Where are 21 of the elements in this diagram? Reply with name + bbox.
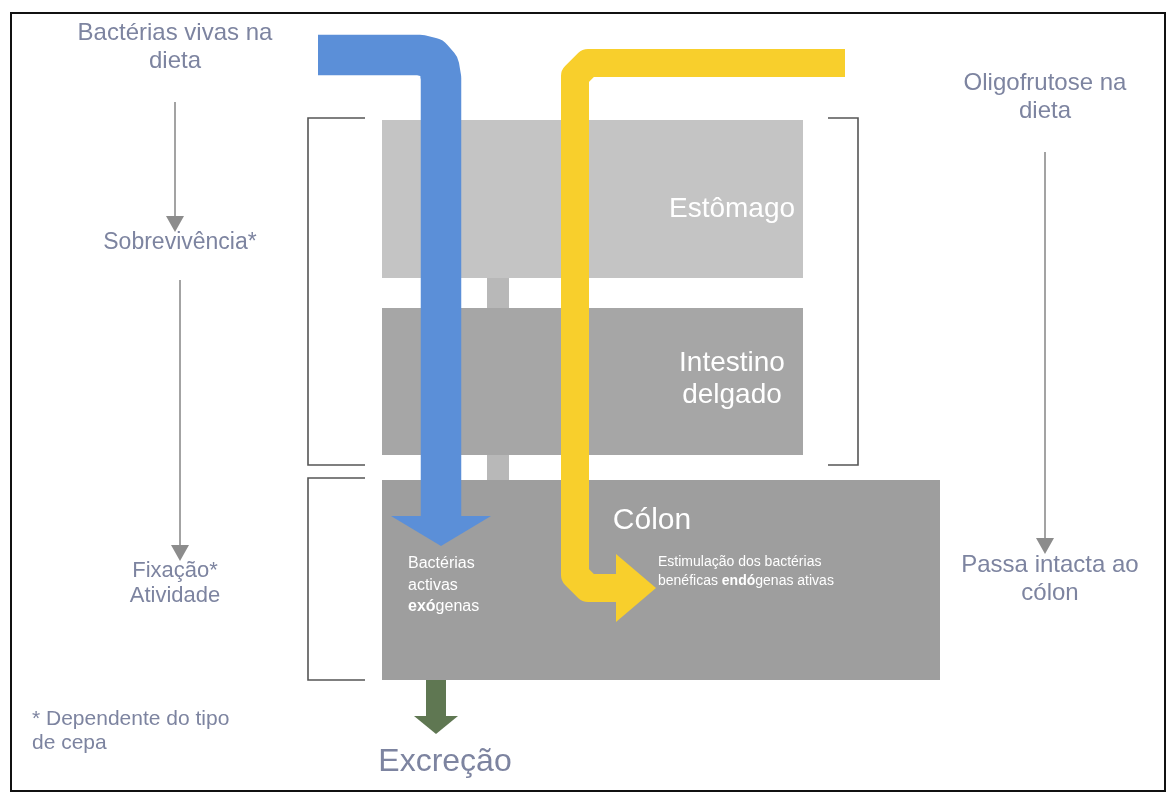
- arrow: [171, 279, 189, 561]
- organ-label: Cólon: [611, 502, 693, 537]
- arrow: [1036, 151, 1054, 554]
- organ-label: Intestino delgado: [678, 346, 786, 411]
- stage-label: Bactérias vivas na dieta: [70, 18, 280, 86]
- stage-label: Excreção: [345, 742, 545, 790]
- connector-bar: [487, 455, 509, 480]
- organ-label: Estômago: [667, 192, 797, 225]
- stage-label: Sobrevivência*: [55, 228, 305, 264]
- flow-arrow: [318, 34, 491, 546]
- arrow: [166, 101, 184, 232]
- footnote-text: * Dependente do tipo de cepa: [32, 706, 231, 755]
- organ-box: [382, 480, 940, 680]
- description-text: Bactérias activas exógenas: [408, 552, 518, 644]
- description-text: Estimulação dos bactérias benéficas endógenas ativas: [658, 552, 868, 668]
- stage-label: Oligofrutose na dieta: [945, 68, 1145, 136]
- stage-label: Fixação* Atividade: [105, 557, 245, 623]
- stage-label: Passa intacta ao cólon: [950, 550, 1150, 620]
- flow-arrow: [414, 680, 458, 734]
- flow-arrow: [561, 49, 845, 622]
- connector-bar: [487, 278, 509, 308]
